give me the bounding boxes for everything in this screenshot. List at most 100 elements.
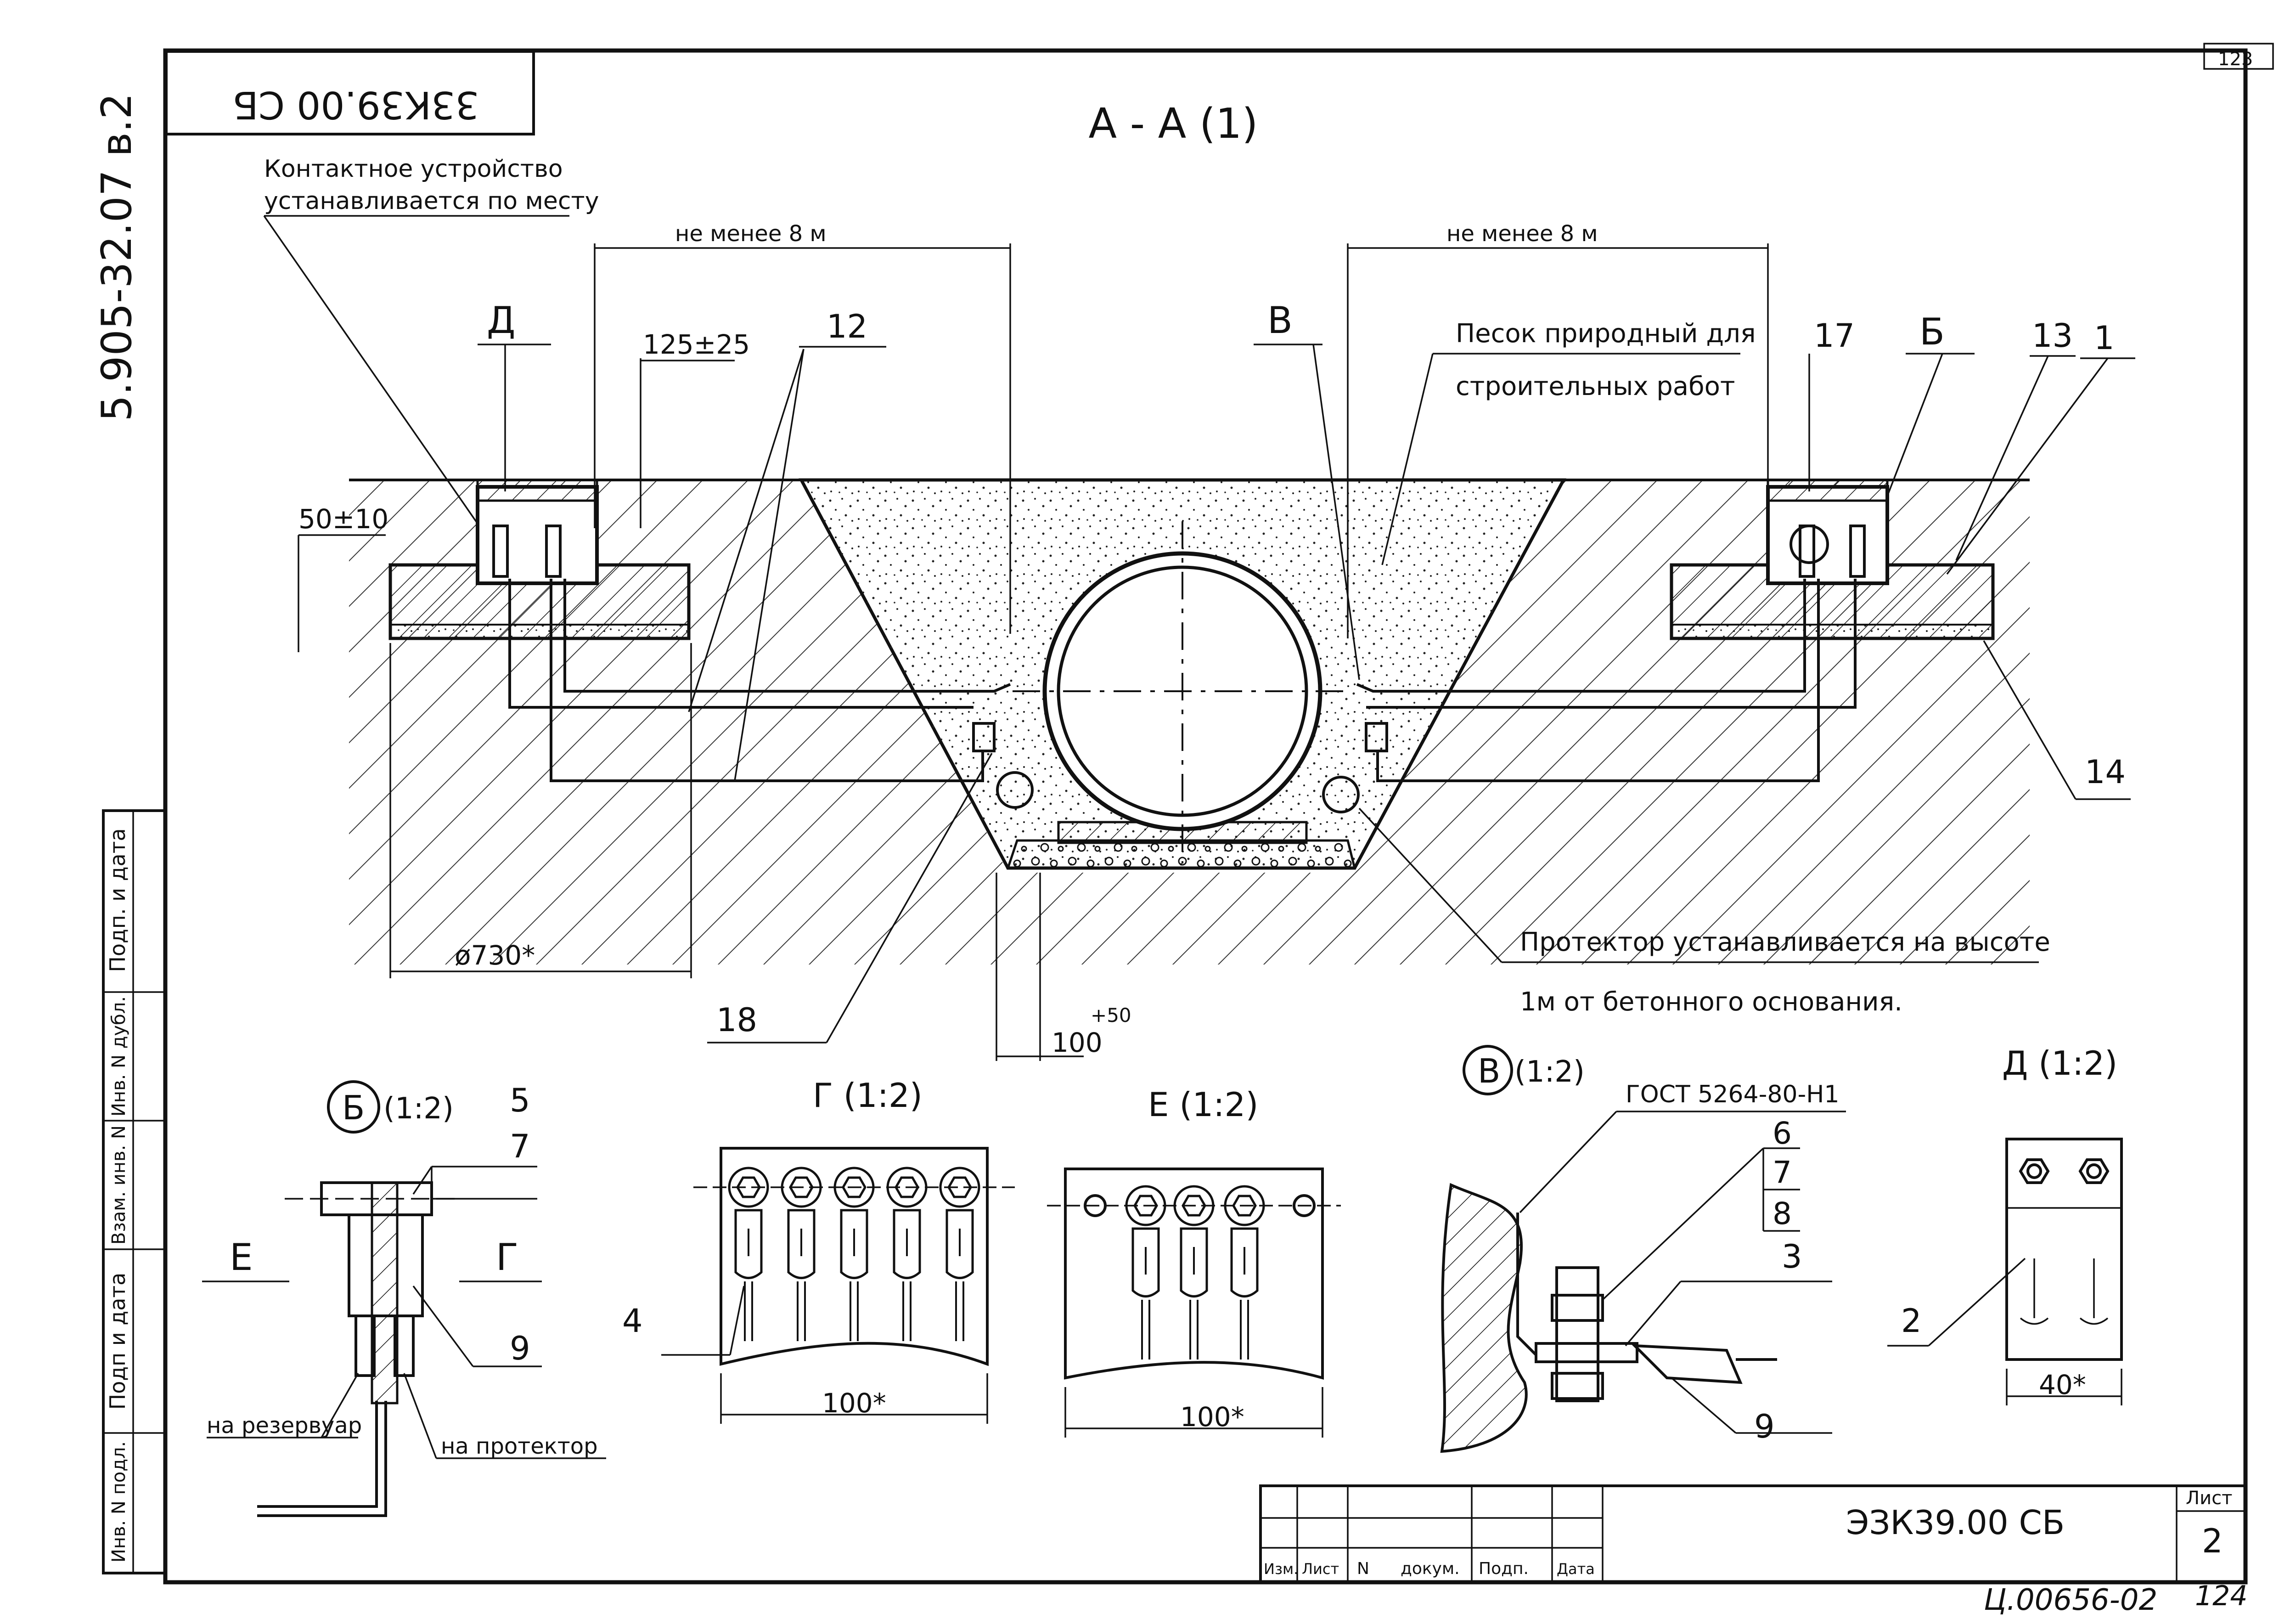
callout-1: 1 — [2094, 319, 2115, 357]
detail-b-letter: Б — [342, 1089, 365, 1127]
cable-lug-part — [781, 1167, 822, 1208]
gravel-bed — [1006, 839, 1356, 869]
detail-b-scale: (1:2) — [383, 1092, 454, 1126]
cable-lug-part — [734, 1209, 763, 1279]
detail-g-title: Г (1:2) — [813, 1076, 923, 1115]
title-block — [1259, 1484, 2247, 1584]
callout-3: 3 — [1782, 1238, 1802, 1275]
stamp-cell-3: Взам. инв. N — [108, 1125, 129, 1245]
cable-lug-part — [842, 1176, 867, 1198]
dim-depth: 125±25 — [643, 329, 750, 360]
handwritten-code: Ц.00656-02 — [1984, 1583, 2157, 1617]
to-tank-label: на резервуар — [207, 1413, 362, 1438]
detail-b — [202, 1080, 606, 1517]
detail-v-scale: (1:2) — [1514, 1055, 1585, 1089]
cable-lug-part — [886, 1167, 928, 1208]
callout-d: Д — [487, 299, 516, 342]
stamp-cell-5: Инв. N подл. — [108, 1441, 129, 1563]
stamp-cell-1: Подп. и дата — [105, 828, 130, 972]
callout-2: 2 — [1901, 1302, 1922, 1340]
detail-d — [1887, 1138, 2123, 1405]
series-code: 5.905-32.07 в.2 — [93, 93, 141, 421]
callout-b: Б — [1919, 310, 1945, 353]
note-contact-1: Контактное устройство — [264, 155, 563, 183]
main-callout-leaders — [478, 344, 2135, 1044]
detail-d-title: Д (1:2) — [2002, 1044, 2117, 1083]
cable-lug-part — [895, 1176, 919, 1198]
sheet-corner-number: 123 — [2218, 49, 2253, 70]
main-section — [349, 478, 2030, 965]
cable-lug-part — [893, 1209, 921, 1279]
tb-head-n: N — [1357, 1559, 1369, 1578]
dim-d-width: 40* — [2039, 1369, 2086, 1400]
stamp-cell-4: Подп и дата — [105, 1273, 130, 1410]
tb-head-doc: докум. — [1401, 1559, 1460, 1578]
detail-g-dimension — [661, 1286, 988, 1424]
cable-lug-part — [840, 1209, 868, 1279]
callout-4: 4 — [622, 1302, 643, 1340]
callout-5: 5 — [510, 1082, 530, 1119]
detail-v — [1440, 1045, 1846, 1453]
cable-lug-part — [728, 1167, 769, 1208]
rotated-code-box: 33К39.00 СБ — [165, 50, 535, 135]
callout-7b: 7 — [1773, 1155, 1792, 1190]
callout-7a: 7 — [510, 1128, 530, 1165]
dim-diameter: ø730* — [455, 940, 535, 971]
cable-lug-part — [833, 1167, 875, 1208]
detail-e-lugs — [1125, 1185, 1265, 1360]
callout-17: 17 — [1814, 317, 1855, 355]
tb-head-podp: Подп. — [1479, 1559, 1529, 1578]
protector-right — [1322, 776, 1360, 813]
note-protector-1: Протектор устанавливается на высоте — [1520, 927, 2050, 957]
callout-9a: 9 — [510, 1330, 530, 1367]
dim-right-span: не менее 8 м — [1446, 221, 1598, 247]
callout-6: 6 — [1773, 1116, 1792, 1151]
callout-14: 14 — [2085, 753, 2126, 791]
callout-12: 12 — [827, 308, 867, 345]
stamp-cell-2: Инв. N дубл. — [108, 996, 129, 1117]
cable-lug-part — [1182, 1195, 1206, 1217]
detail-g-lugs — [728, 1167, 980, 1341]
to-protector-label: на протектор — [441, 1433, 598, 1459]
cable-lug-part — [1224, 1185, 1265, 1226]
note-sand-1: Песок природный для — [1456, 319, 1756, 349]
tb-sheet-label: Лист — [2186, 1488, 2232, 1509]
cable-lug-part — [1131, 1227, 1160, 1297]
tb-head-data: Дата — [1557, 1560, 1595, 1578]
callout-8: 8 — [1773, 1196, 1792, 1231]
cable-lug-part — [1133, 1195, 1158, 1217]
dim-slab: 50±10 — [298, 503, 388, 535]
cable-lug-part — [1125, 1185, 1166, 1226]
dim-left-span: не менее 8 м — [675, 221, 827, 247]
detail-e-title: Е (1:2) — [1148, 1085, 1258, 1124]
callout-18: 18 — [716, 1001, 757, 1039]
callout-9b: 9 — [1754, 1408, 1775, 1445]
cable-lug-part — [947, 1176, 972, 1198]
tb-head-izm: Изм. — [1264, 1560, 1298, 1578]
handwritten-page: 124 — [2195, 1580, 2248, 1612]
dim-bottom-sup: +50 — [1091, 1004, 1131, 1027]
detail-g — [693, 1147, 1015, 1366]
tb-head-list: Лист — [1302, 1560, 1339, 1578]
note-contact-2: устанавливается по месту — [264, 187, 599, 215]
dim-g-width: 100* — [822, 1388, 886, 1419]
view-g-label: Г — [496, 1236, 518, 1279]
view-e-label: Е — [230, 1236, 253, 1279]
callout-13: 13 — [2032, 317, 2073, 355]
note-protector-2: 1м от бетонного основания. — [1520, 987, 1902, 1017]
detail-e — [1047, 1168, 1341, 1438]
cable-lug-part — [736, 1176, 761, 1198]
rotated-doc-code: 33К39.00 СБ — [233, 83, 479, 126]
tb-sheet-number: 2 — [2202, 1522, 2223, 1560]
gost-reference: ГОСТ 5264-80-Н1 — [1626, 1081, 1839, 1108]
side-stamp — [102, 809, 167, 1574]
cable-lug-part — [1232, 1195, 1257, 1217]
callout-v: В — [1267, 299, 1293, 342]
cable-lug-part — [787, 1209, 816, 1279]
tb-designation: ЭЗК39.00 СБ — [1846, 1503, 2065, 1542]
protector-left — [996, 771, 1034, 809]
dim-e-width: 100* — [1180, 1401, 1244, 1433]
cable-lug-part — [939, 1167, 980, 1208]
cable-lug-part — [945, 1209, 974, 1279]
